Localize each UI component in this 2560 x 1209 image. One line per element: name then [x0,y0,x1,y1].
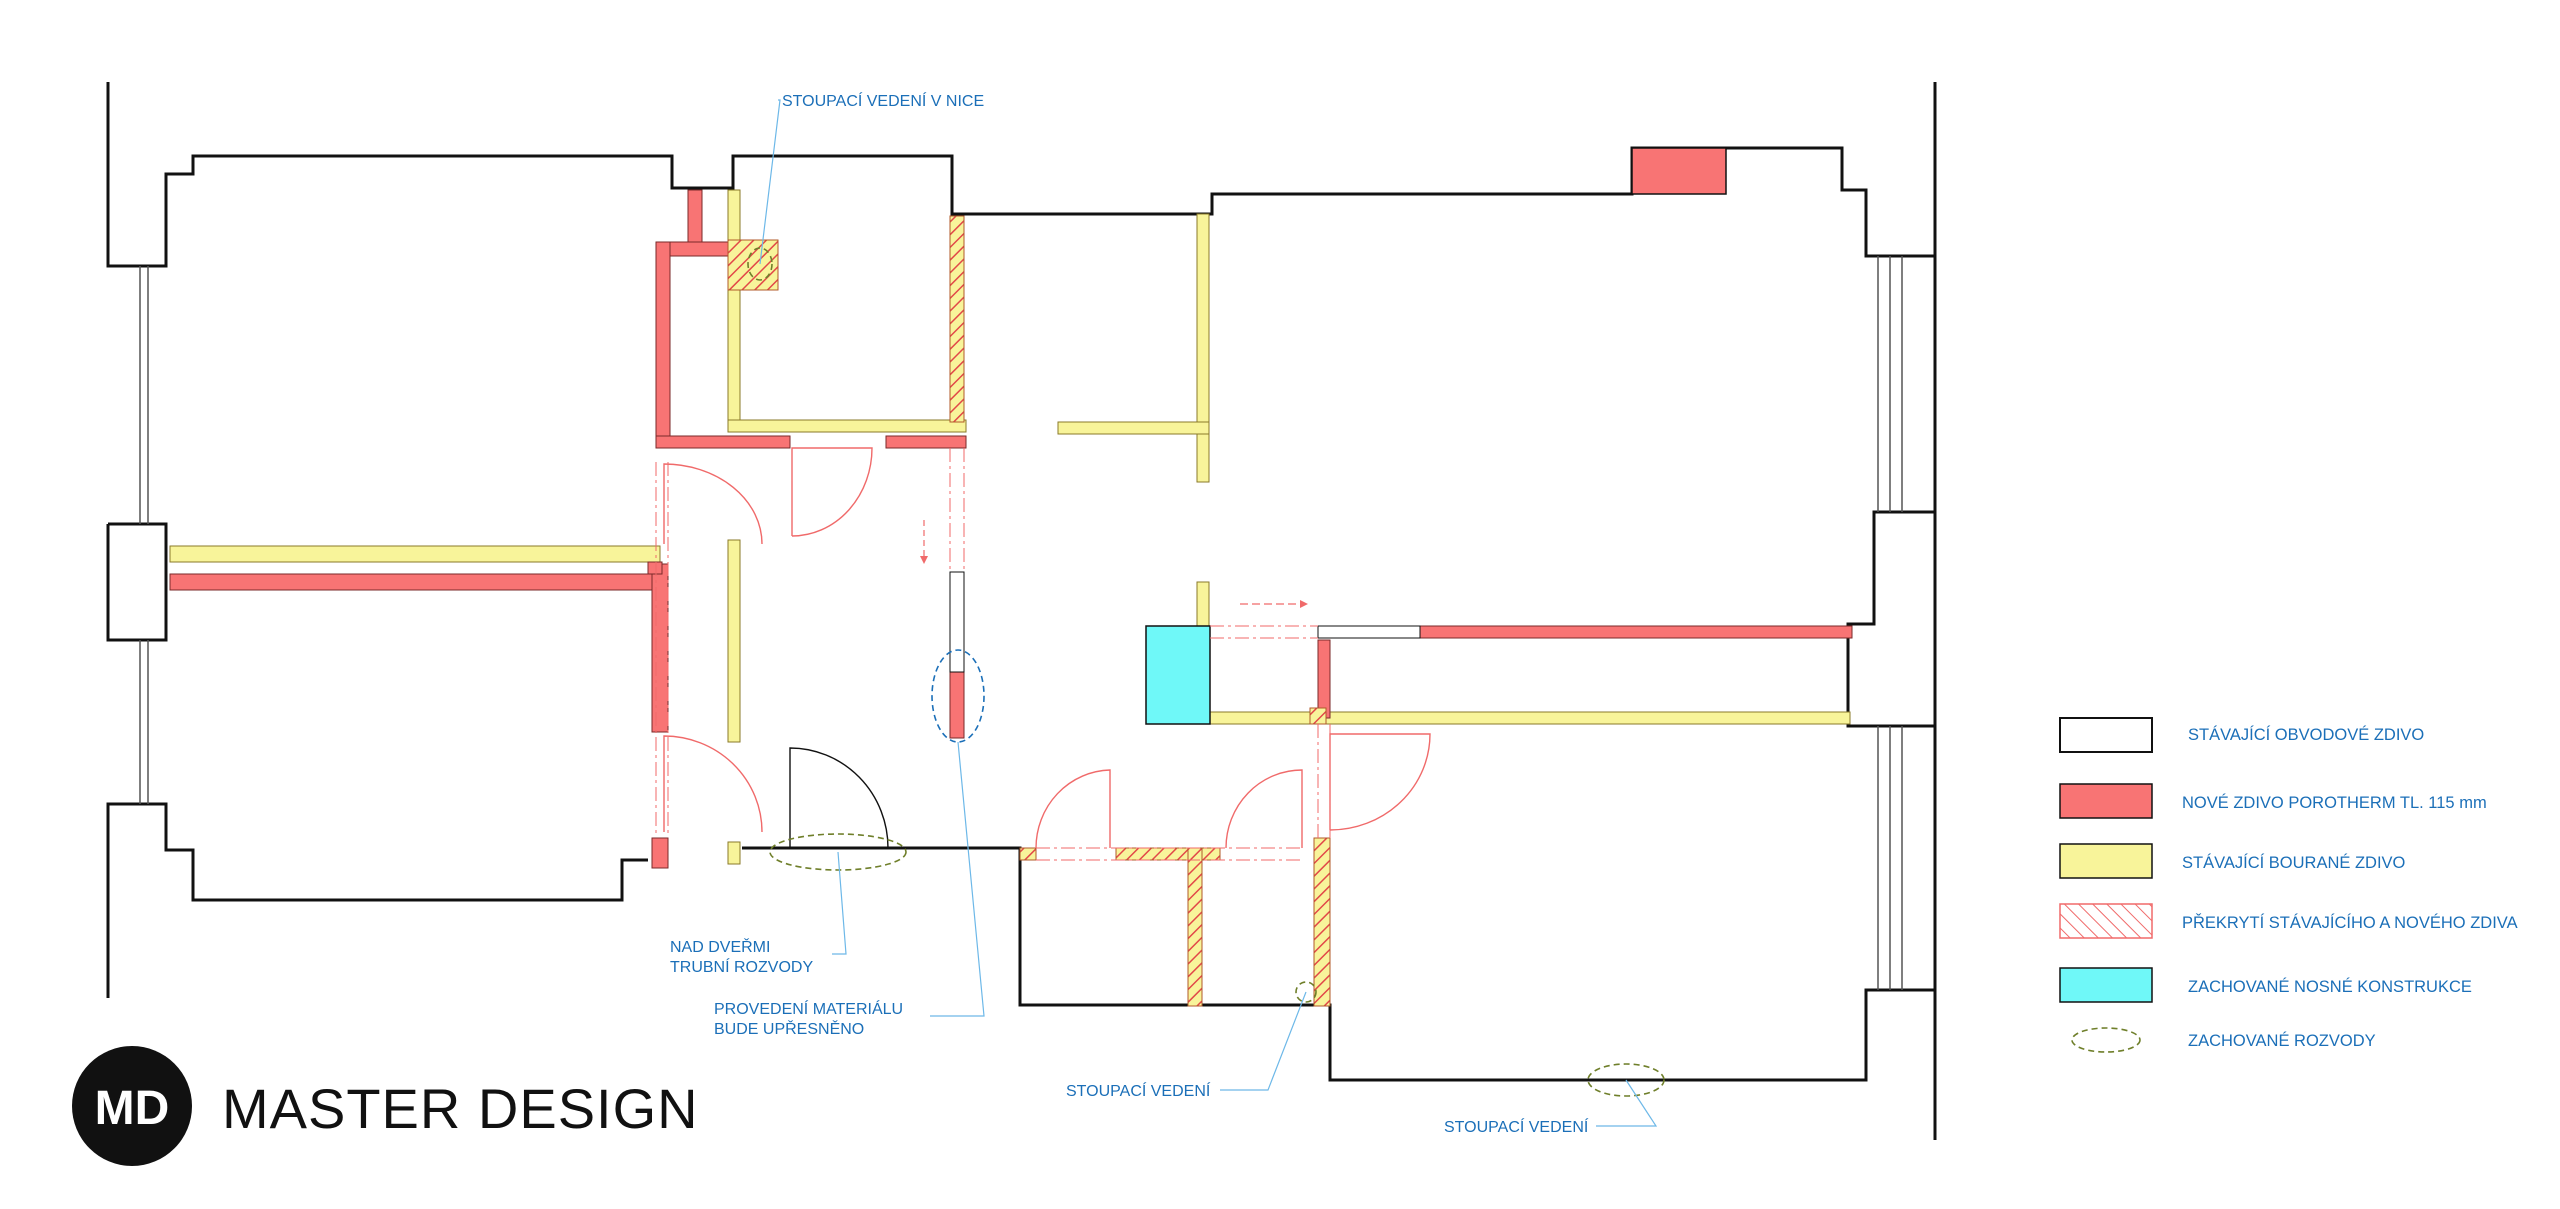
window-glazing [139,256,1903,990]
right-pier-middle [1846,510,1937,728]
legend-swatch-demolished [2059,843,2153,879]
down-arrow-head [920,556,928,564]
leader-lines [759,99,1658,1127]
left-facade-bottom [106,802,648,998]
brand: MD MASTER DESIGN [72,1046,699,1166]
legend-label-existing: STÁVAJÍCÍ OBVODOVÉ ZDIVO [2188,725,2424,744]
material-marker [931,649,985,743]
bottom-middle-wall [742,846,1935,1082]
legend-label-new: NOVÉ ZDIVO POROTHERM TL. 115 mm [2182,793,2487,812]
new-walls [169,189,1853,869]
annotation-riser-2: STOUPACÍ VEDENÍ [1444,1117,1589,1136]
existing-partition-vertical [949,571,965,673]
demolished-walls [169,189,1851,865]
legend-swatch-kept [2059,967,2153,1003]
brand-logo-circle [72,1046,192,1166]
legend-label-kept: ZACHOVANÉ NOSNÉ KONSTRUKCE [2188,977,2472,996]
kept-structure-column [1145,625,1211,725]
legend: STÁVAJÍCÍ OBVODOVÉ ZDIVO NOVÉ ZDIVO PORO… [2059,717,2518,1053]
annotation-above-door-2: TRUBNÍ ROZVODY [670,957,813,976]
demolition-outlines [655,448,1331,861]
annotation-riser-niche: STOUPACÍ VEDENÍ V NICE [782,91,984,110]
annotation-above-door-1: NAD DVEŘMI [670,937,770,956]
door-swings [663,447,1431,849]
overlap-walls [727,215,1331,1007]
legend-label-demolished: STÁVAJÍCÍ BOURANÉ ZDIVO [2182,853,2406,872]
legend-swatch-new [2059,783,2153,819]
relocation-arrow-head [1300,600,1308,608]
left-facade-top [106,82,1935,268]
annotation-material-2: BUDE UPŘESNĚNO [714,1019,864,1038]
chimney-block [1631,147,1727,195]
brand-logo: MD [95,1082,170,1135]
legend-label-pipes: ZACHOVANÉ ROZVODY [2188,1031,2376,1050]
brand-name: MASTER DESIGN [222,1077,699,1140]
legend-swatch-overlap [2059,903,2153,939]
kept-pipes [747,247,1665,1097]
legend-label-overlap: PŘEKRYTÍ STÁVAJÍCÍHO A NOVÉHO ZDIVA [2182,913,2518,932]
annotation-material-1: PROVEDENÍ MATERIÁLU [714,999,903,1018]
legend-swatch-pipes [2071,1027,2141,1053]
annotation-riser-1: STOUPACÍ VEDENÍ [1066,1081,1211,1100]
existing-perimeter-walls [106,82,1937,1140]
existing-partition [1317,625,1421,639]
left-window-pier [106,522,168,642]
legend-swatch-existing [2059,717,2153,753]
entry-door-swing [789,747,889,849]
